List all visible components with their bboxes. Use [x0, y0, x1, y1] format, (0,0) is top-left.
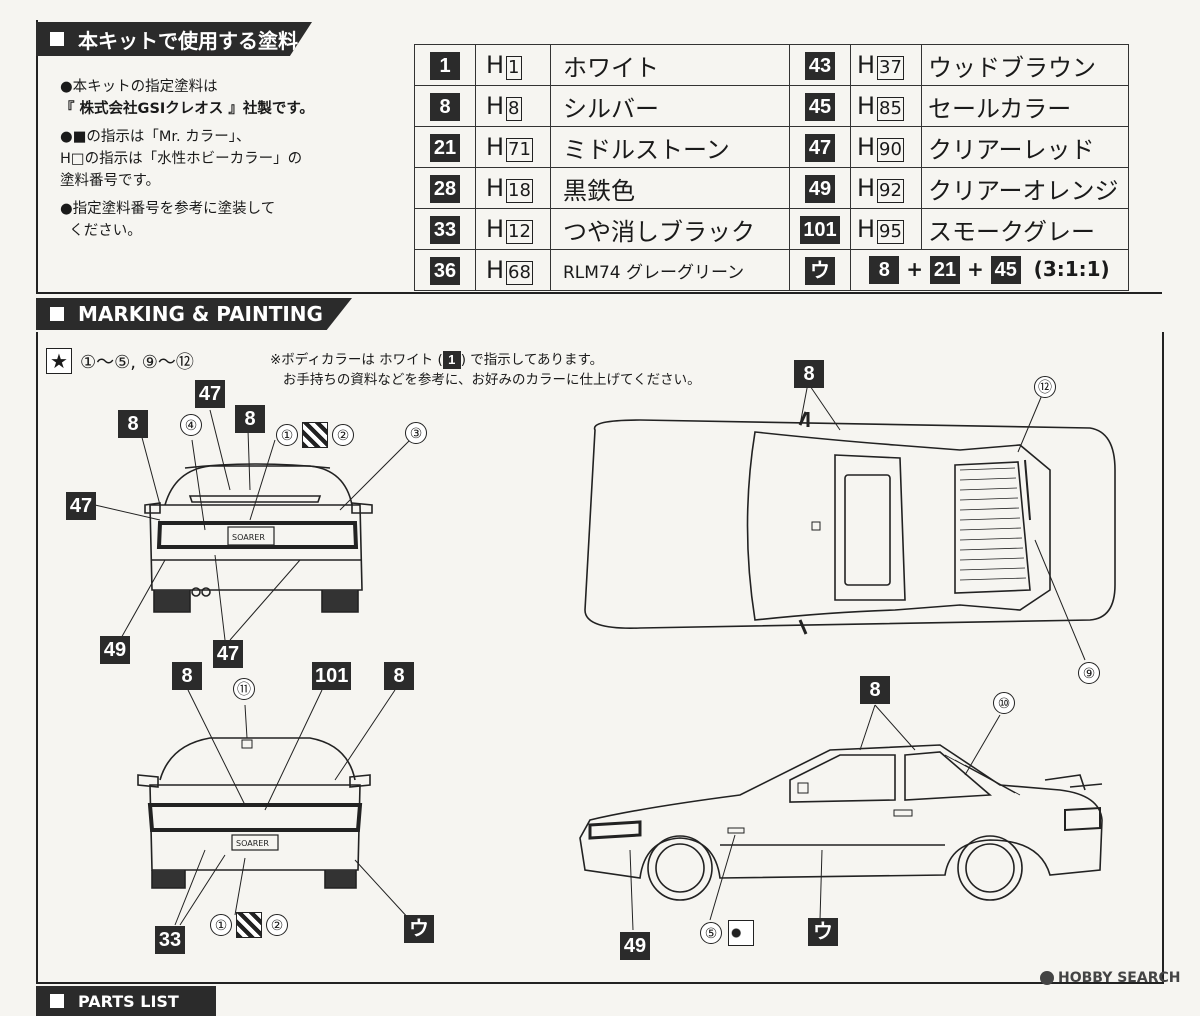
callout-top-12: ⑫: [1034, 376, 1056, 398]
callout-side-u: ウ: [808, 918, 838, 946]
callout-top-9: ⑨: [1078, 662, 1100, 684]
mr-color-number: 28: [430, 175, 460, 203]
callout-front-1-2: ① ②: [210, 912, 288, 938]
hobby-color-number: 85: [877, 96, 904, 121]
mr-color-number: 101: [800, 216, 840, 244]
mr-color-number: 1: [430, 52, 460, 80]
callout-rear-1-2: ① ②: [276, 422, 354, 448]
paint-name: ホワイト: [550, 44, 790, 86]
callout-rear-8b: 8: [235, 405, 265, 433]
star-icon: ★: [46, 348, 72, 374]
hobby-color-number: 92: [877, 178, 904, 203]
parts-list-header: PARTS LIST: [36, 986, 216, 1016]
callout-side-49: 49: [620, 932, 650, 960]
paint-name: ミドルストーン: [550, 126, 790, 168]
hobby-color-number: 37: [877, 55, 904, 80]
callout-front-u: ウ: [404, 915, 434, 943]
hobby-color-number: 95: [877, 219, 904, 244]
callout-rear-8a: 8: [118, 410, 148, 438]
mix-formula: 8 + 21 + 45 (3:1:1): [850, 249, 1129, 291]
callout-front-101: 101: [312, 662, 352, 690]
header-square-icon: [50, 994, 64, 1008]
marking-section-header: MARKING & PAINTING: [36, 298, 352, 330]
paint-name: ウッドブラウン: [921, 44, 1129, 86]
mr-color-number: 21: [430, 134, 460, 162]
callout-front-8b: 8: [384, 662, 414, 690]
callout-rear-47c: 47: [213, 640, 243, 668]
callout-side-5: ⑤: [700, 920, 754, 946]
callout-front-33: 33: [155, 926, 185, 954]
plate-text: SOARER: [236, 839, 269, 848]
plate-text: SOARER: [232, 533, 265, 542]
check-pattern-icon: [236, 912, 262, 938]
paint-name: クリアーレッド: [921, 126, 1129, 168]
mr-color-number: 8: [430, 93, 460, 121]
mr-color-number: 45: [805, 93, 835, 121]
paint-notes: ●本キットの指定塗料は『 株式会社GSIクレオス 』社製です。 ●■の指示は「M…: [60, 79, 314, 239]
body-color-note: ※ボディカラーは ホワイト (1) で指示してあります。 お手持ちの資料などを参…: [270, 351, 701, 388]
paint-name: つや消しブラック: [550, 208, 790, 250]
mr-color-number: 49: [805, 175, 835, 203]
car-front-view: SOARER: [137, 689, 411, 926]
callout-rear-4: ④: [180, 414, 202, 436]
hobby-color-number: 1: [506, 55, 522, 80]
paint-name: クリアーオレンジ: [921, 167, 1129, 209]
mr-color-number: 33: [430, 216, 460, 244]
callout-rear-47b: 47: [66, 492, 96, 520]
mr-color-number: 43: [805, 52, 835, 80]
check-pattern-icon: [302, 422, 328, 448]
callout-front-11: ⑪: [233, 678, 255, 700]
marking-section-frame: [36, 332, 1164, 984]
callout-rear-3: ③: [405, 422, 427, 444]
hobby-color-number: 71: [506, 137, 533, 162]
callout-front-8a: 8: [172, 662, 202, 690]
paint-section-header: 本キットで使用する塗料: [36, 22, 312, 56]
callout-top-8: 8: [794, 360, 824, 388]
hobby-color-number: 18: [506, 178, 533, 203]
car-rear-view: SOARER: [94, 409, 411, 641]
callout-side-10: ⑩: [993, 692, 1015, 714]
watermark: HOBBY SEARCH: [1040, 970, 1180, 986]
callout-side-8: 8: [860, 676, 890, 704]
mix-color-number: ウ: [805, 257, 835, 285]
dot-pattern-icon: [728, 920, 754, 946]
paint-name: スモークグレー: [921, 208, 1129, 250]
marking-scope: ★ ①～⑤, ⑨～⑫: [46, 348, 194, 374]
header-square-icon: [50, 32, 64, 46]
hobby-color-number: 68: [506, 260, 533, 285]
car-top-view: [584, 382, 1116, 661]
paint-name: RLM74 グレーグリーン: [550, 249, 790, 291]
mr-color-number: 36: [430, 257, 460, 285]
header-square-icon: [50, 307, 64, 321]
paint-section-frame: [36, 20, 1162, 294]
mr-color-number: 47: [805, 134, 835, 162]
car-side-view: [579, 704, 1103, 931]
callout-rear-47a: 47: [195, 380, 225, 408]
hobby-color-number: 12: [506, 219, 533, 244]
hobby-search-logo-icon: [1040, 971, 1054, 985]
callout-rear-49: 49: [100, 636, 130, 664]
hobby-color-number: 90: [877, 137, 904, 162]
hobby-color-number: 8: [506, 96, 522, 121]
